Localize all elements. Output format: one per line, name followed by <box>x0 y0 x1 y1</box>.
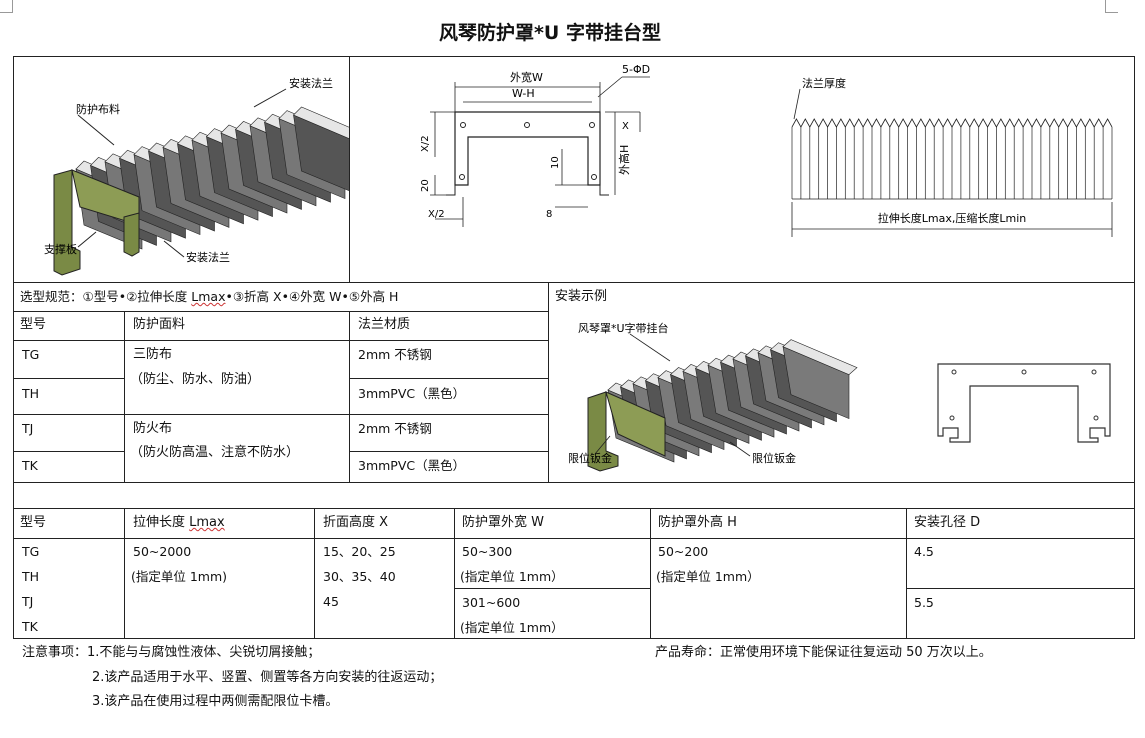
fabric-fireproof-note: （防火防高温、注意不防水） <box>130 445 300 460</box>
fabric-three-proof-note: （防尘、防水、防油） <box>130 372 261 387</box>
mount-hole <box>524 122 530 128</box>
dims-header-height: 防护罩外高 H <box>658 515 737 530</box>
fold-heights-row3: 45 <box>323 594 339 609</box>
dim-8: 8 <box>546 209 552 220</box>
limit-plate-left <box>587 391 619 472</box>
label-length: 拉伸长度Lmax,压缩长度Lmin <box>878 211 1026 225</box>
label-support: 支撑板 <box>44 242 77 256</box>
install-hole <box>1021 369 1027 375</box>
limit-plate-right <box>605 391 666 457</box>
flange-tk: 3mmPVC（黑色） <box>358 458 466 473</box>
bellows-pleat-top <box>292 106 349 139</box>
mount-hole <box>589 122 595 128</box>
side-view-drawing: 法兰厚度 拉伸长度Lmax,压缩长度Lmin <box>791 76 1113 237</box>
dims-header-width: 防护罩外宽 W <box>462 515 544 530</box>
dims-model-tg: TG <box>22 544 40 559</box>
install-u-bracket <box>937 363 1111 443</box>
side-view-pleats <box>791 118 1113 200</box>
bellows-isometric-drawing: 防护布料 安装法兰 支撑板 安装法兰 <box>44 76 349 276</box>
dims-header-fold: 折面高度 X <box>323 515 389 530</box>
install-label-top: 风琴罩*U字带挂台 <box>578 321 669 335</box>
dim-20: 20 <box>420 179 431 192</box>
u-profile-flange <box>446 185 609 196</box>
install-title: 安装示例 <box>555 289 608 304</box>
height-unit: (指定单位 1mm） <box>656 569 760 584</box>
spec-model-tj: TJ <box>22 421 34 436</box>
dim-x-half-bottom: X/2 <box>428 209 445 220</box>
side-pleat-zigzag <box>791 118 1113 128</box>
dim-x-half: X/2 <box>420 135 431 152</box>
label-flange-bottom: 安装法兰 <box>186 250 230 264</box>
dim-holes: 5-ΦD <box>622 63 650 76</box>
width-unit-small: (指定单位 1mm） <box>460 569 564 584</box>
length-unit: (指定单位 1mm) <box>131 569 228 584</box>
length-range: 50~2000 <box>133 544 192 559</box>
spec-header-flange: 法兰材质 <box>358 317 411 332</box>
dim-10: 10 <box>550 156 561 169</box>
width-unit-large: (指定单位 1mm） <box>460 620 564 635</box>
fabric-three-proof: 三防布 <box>133 347 173 362</box>
mount-hole <box>459 174 465 180</box>
flange-tj: 2mm 不锈钢 <box>358 421 432 436</box>
install-pleat-top <box>782 339 858 375</box>
support-plate <box>123 212 140 257</box>
label-flange-top: 安装法兰 <box>289 76 333 90</box>
flange-th: 3mmPVC（黑色） <box>358 386 466 401</box>
install-hole <box>949 415 955 421</box>
install-hole <box>1093 415 1099 421</box>
install-hole <box>1091 369 1097 375</box>
fold-heights-row2: 30、35、40 <box>323 569 396 584</box>
dim-outer-width: 外宽W <box>510 70 543 84</box>
dim-inner-width: W-H <box>512 87 535 100</box>
dims-model-tj: TJ <box>22 594 34 609</box>
page-corner-mark <box>0 0 13 13</box>
width-range-small: 50~300 <box>462 544 513 559</box>
install-label-left: 限位钣金 <box>568 451 612 465</box>
flange-tg: 2mm 不锈钢 <box>358 347 432 362</box>
bellows-pleats <box>75 106 349 250</box>
spec-model-th: TH <box>22 386 40 401</box>
width-range-large: 301~600 <box>462 595 521 610</box>
hole-small: 4.5 <box>914 544 934 559</box>
dims-model-th: TH <box>22 569 40 584</box>
dims-header-hole: 安装孔径 D <box>914 515 981 530</box>
product-life: 产品寿命：正常使用环境下能保证往复运动 50 万次以上。 <box>655 645 992 660</box>
install-hole <box>951 369 957 375</box>
note-line-3: 3.该产品在使用过程中两侧需配限位卡槽。 <box>92 694 339 709</box>
label-cloth: 防护布料 <box>76 102 120 116</box>
height-range: 50~200 <box>658 544 709 559</box>
dims-header-length: 拉伸长度 Lmax <box>133 515 225 530</box>
note-line-1: 注意事项：1.不能与与腐蚀性液体、尖锐切屑接触； <box>22 645 321 660</box>
spec-model-tg: TG <box>22 347 40 362</box>
spec-model-tk: TK <box>22 458 38 473</box>
mount-hole <box>591 174 597 180</box>
u-profile-outline <box>454 111 601 186</box>
dim-outer-height: 外高H <box>617 145 631 175</box>
spec-header-fabric: 防护面料 <box>133 317 186 332</box>
mount-hole <box>460 122 466 128</box>
page-title: 风琴防护罩*U 字带挂台型 <box>439 22 661 44</box>
spec-header-model: 型号 <box>20 317 47 332</box>
front-view-drawing: 外宽W W-H 5-ΦD X/2 20 10 外高H X X/2 8 <box>420 63 650 227</box>
install-bellows-pleats <box>607 339 858 463</box>
dims-model-tk: TK <box>22 619 38 634</box>
note-line-2: 2.该产品适用于水平、竖置、侧置等各方向安装的往返运动； <box>92 670 443 685</box>
dims-header-model: 型号 <box>20 515 47 530</box>
page-corner-mark <box>1105 0 1118 13</box>
dim-x: X <box>622 121 629 132</box>
label-flange-thickness: 法兰厚度 <box>802 76 846 90</box>
install-label-right: 限位钣金 <box>752 451 796 465</box>
hole-large: 5.5 <box>914 595 934 610</box>
fabric-fireproof: 防火布 <box>133 421 173 436</box>
support-plate <box>53 169 81 276</box>
fold-heights-row1: 15、20、25 <box>323 544 396 559</box>
selection-rule: 选型规范：①型号•②拉伸长度 Lmax•③折高 X•④外宽 W•⑤外高 H <box>20 289 399 304</box>
install-example-drawing: 风琴罩*U字带挂台 限位钣金 限位钣金 <box>568 321 1111 472</box>
